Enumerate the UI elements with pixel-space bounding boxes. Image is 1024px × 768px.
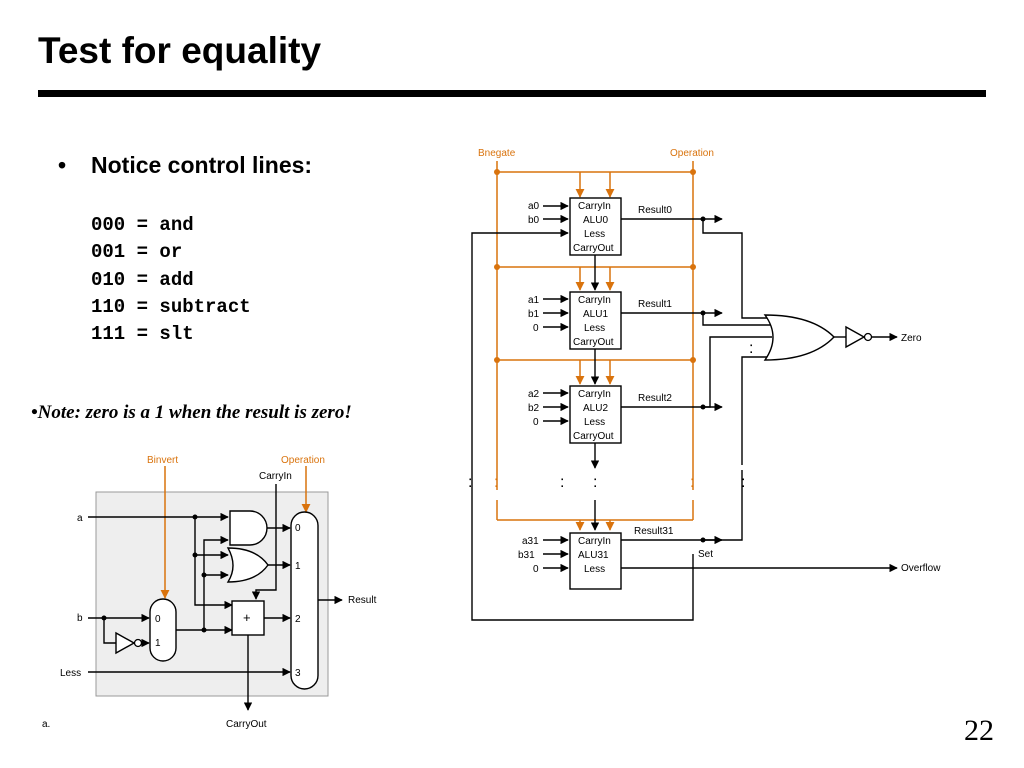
slide-title: Test for equality <box>38 30 322 71</box>
b-mux-input-0: 0 <box>155 614 161 625</box>
cell-carryin-label: CarryIn <box>259 471 292 482</box>
alu2-input-b: b2 <box>528 403 540 414</box>
alu2-input-less: 0 <box>533 417 539 428</box>
alu2-less: Less <box>584 417 605 428</box>
result-mux-input-3: 3 <box>295 668 301 679</box>
alu31-input-less: 0 <box>533 564 539 575</box>
cell-b-label: b <box>77 613 83 624</box>
result-mux-input-1: 1 <box>295 561 301 572</box>
control-code-add: 010 = add <box>91 268 194 291</box>
alu1-input-b: b1 <box>528 309 540 320</box>
bullet-heading: Notice control lines: <box>91 152 313 178</box>
cell-binvert-label: Binvert <box>147 455 178 466</box>
result-mux-input-0: 0 <box>295 523 301 534</box>
cell-operation-label: Operation <box>281 455 325 466</box>
alu0-result-label: Result0 <box>638 205 672 216</box>
alu31-carryin: CarryIn <box>578 536 611 547</box>
overflow-label: Overflow <box>901 563 941 574</box>
cell-carryin-wire <box>251 484 277 600</box>
alu31-input-b: b31 <box>518 550 535 561</box>
alu2-result-label: Result2 <box>638 393 672 404</box>
svg-text::: : <box>690 474 694 491</box>
set-feedback-wire <box>471 228 694 621</box>
or-gate-icon <box>226 547 269 583</box>
and-gate-icon <box>229 510 268 546</box>
alu2-input-a: a2 <box>528 389 540 400</box>
cell-a-label: a <box>77 513 83 524</box>
control-code-subtract: 110 = subtract <box>91 295 251 318</box>
alu1-carryin: CarryIn <box>578 295 611 306</box>
alu31-input-a: a31 <box>522 536 539 547</box>
alu31-less: Less <box>584 564 605 575</box>
alu0-carryout: CarryOut <box>573 243 614 254</box>
alu0-name: ALU0 <box>583 215 608 226</box>
svg-text::: : <box>741 474 745 491</box>
alu0-block: CarryIn ALU0 Less CarryOut a0 b0 Result0 <box>528 197 723 291</box>
adder-symbol: + <box>243 610 251 625</box>
alu31-block: CarryIn ALU31 Less a31 b31 0 Result31 Se… <box>518 526 941 590</box>
thirty-two-bit-alu: Bnegate Operation <box>468 148 941 621</box>
svg-text::: : <box>560 474 564 491</box>
control-code-or: 001 = or <box>91 241 183 264</box>
alu1-less: Less <box>584 323 605 334</box>
cell-less-label: Less <box>60 668 81 679</box>
svg-text::: : <box>468 474 472 491</box>
alu2-carryout: CarryOut <box>573 431 614 442</box>
page-number: 22 <box>964 714 994 747</box>
alu1-result-label: Result1 <box>638 299 672 310</box>
title-rule <box>38 90 986 97</box>
ellipsis-row: : : : : : : : <box>468 340 753 491</box>
alu1-name: ALU1 <box>583 309 608 320</box>
alu1-input-less: 0 <box>533 323 539 334</box>
bullet-point: • <box>58 152 67 178</box>
alu31-result-label: Result31 <box>634 526 674 537</box>
alu1-input-a: a1 <box>528 295 540 306</box>
alu31-name: ALU31 <box>578 550 609 561</box>
cell-carryout-label: CarryOut <box>226 719 267 730</box>
cell-result-label: Result <box>348 595 377 606</box>
zero-label: Zero <box>901 333 922 344</box>
alu0-input-b: b0 <box>528 215 540 226</box>
alu0-input-a: a0 <box>528 201 540 212</box>
b-mux <box>149 598 177 662</box>
alu0-carryin: CarryIn <box>578 201 611 212</box>
svg-text::: : <box>749 340 753 357</box>
bnegate-label: Bnegate <box>478 148 516 159</box>
cell-caption: a. <box>42 719 50 730</box>
nor-gate-icon <box>763 314 835 361</box>
result-mux <box>290 511 319 690</box>
b-mux-input-1: 1 <box>155 638 161 649</box>
b-inverter-icon <box>115 631 136 655</box>
set-label: Set <box>698 549 713 560</box>
zero-inverter-icon <box>845 325 866 349</box>
alu0-less: Less <box>584 229 605 240</box>
alu2-carryin: CarryIn <box>578 389 611 400</box>
svg-text::: : <box>494 474 498 491</box>
control-codes-list: 000 = and 001 = or 010 = add 110 = subtr… <box>91 212 251 348</box>
alu1-carryout: CarryOut <box>573 337 614 348</box>
alu-operation-label: Operation <box>670 148 714 159</box>
alu1-block: CarryIn ALU1 Less CarryOut a1 b1 0 Resul… <box>528 291 723 385</box>
control-code-and: 000 = and <box>91 214 194 236</box>
svg-text::: : <box>593 474 597 491</box>
one-bit-alu-cell: Binvert Operation CarryIn a b Less Resul… <box>42 455 377 730</box>
zero-note: •Note: zero is a 1 when the result is ze… <box>31 402 352 423</box>
result-mux-input-2: 2 <box>295 614 301 625</box>
control-code-slt: 111 = slt <box>91 323 194 346</box>
alu2-block: CarryIn ALU2 Less CarryOut a2 b2 0 Resul… <box>528 385 723 469</box>
alu2-name: ALU2 <box>583 403 608 414</box>
